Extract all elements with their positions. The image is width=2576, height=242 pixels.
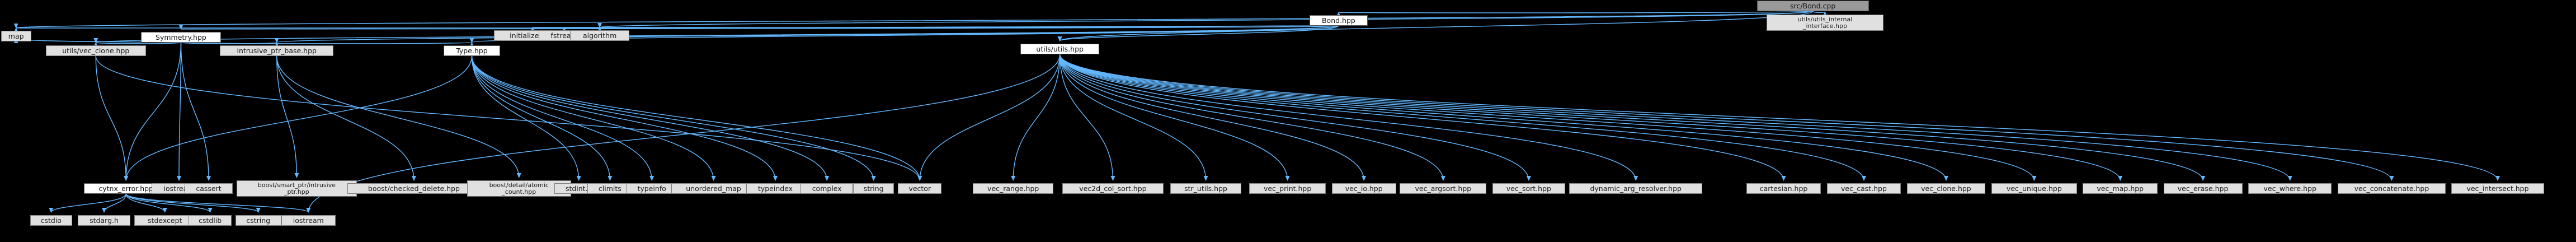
graph-node[interactable]: vector [898,183,942,194]
graph-node[interactable]: dynamic_arg_resolver.hpp [1569,183,1703,194]
graph-edge [125,193,167,213]
graph-edge [1059,54,1531,181]
graph-edge [471,55,778,181]
graph-edge [1059,54,2205,181]
graph-node[interactable]: map [1,31,31,41]
graph-edge [1059,54,2500,181]
graph-node[interactable]: stdexcept [134,215,196,226]
graph-edge [1059,54,2123,181]
graph-node[interactable]: Type.hpp [444,45,500,56]
graph-node[interactable]: cytnx_error.hpp [83,183,168,194]
graph-node[interactable]: vec_where.hpp [2248,183,2332,194]
graph-edge [1059,54,1290,181]
graph-edge [276,55,416,181]
graph-edge [1011,54,1061,181]
graph-edge [95,55,129,181]
graph-node[interactable]: Bond.hpp [1309,15,1368,26]
graph-edge [471,55,581,181]
graph-edge [125,193,213,213]
graph-edge [471,55,716,181]
graph-node[interactable]: boost/checked_delete.hpp [347,183,481,194]
graph-edge [276,55,521,178]
graph-node[interactable]: vec_erase.hpp [2163,183,2243,194]
graph-edge [1059,54,1445,181]
graph-edge [471,55,613,181]
graph-node[interactable]: vec2d_col_sort.hpp [1062,183,1164,194]
graph-node[interactable]: intrusive_ptr_base.hpp [220,45,334,56]
graph-edge [471,55,922,181]
graph-edge [1059,54,2037,181]
graph-edge [1059,54,1638,181]
graph-node[interactable]: cartesian.hpp [1746,183,1821,194]
graph-node[interactable]: vec_argsort.hpp [1400,183,1487,194]
graph-node[interactable]: boost/smart_ptr/intrusive _ptr.hpp [236,180,357,197]
graph-edge [176,42,182,181]
graph-edge [102,193,126,213]
graph-node[interactable]: cassert [185,183,233,194]
graph-edge [1059,54,1866,181]
graph-edge [598,11,1814,28]
graph-node[interactable]: Symmetry.hpp [141,32,221,43]
graph-edge [1059,54,2292,181]
graph-edge [180,42,473,48]
graph-edge [917,54,1061,181]
graph-edge [95,55,922,181]
graph-node[interactable]: vec_concatenate.hpp [2337,183,2446,194]
graph-node[interactable]: vec_print.hpp [1249,183,1326,194]
graph-node[interactable]: vec_map.hpp [2083,183,2158,194]
graph-node[interactable]: vec_clone.hpp [1906,183,1986,194]
graph-node[interactable]: typeinfo [626,183,677,194]
graph-edge [1059,54,1367,181]
graph-node[interactable]: string [853,183,894,194]
graph-node[interactable]: stdarg.h [78,215,131,226]
graph-node[interactable]: iostream [281,215,336,226]
graph-edge [1059,54,2394,181]
graph-node[interactable]: cstdio [30,215,72,226]
graph-edge [1338,11,1814,17]
graph-edge [1059,54,1208,181]
graph-edge [124,42,182,181]
graph-edge [93,42,182,48]
graph-edge [1812,11,1828,17]
graph-edge [471,55,654,181]
graph-edge [125,193,311,213]
graph-node[interactable]: utils/vec_clone.hpp [45,45,146,56]
graph-edge [1059,54,1786,181]
graph-node[interactable]: src/Bond.cpp [1756,1,1869,11]
graph-edge [471,55,876,181]
graph-node[interactable]: vec_cast.hpp [1826,183,1901,194]
graph-node[interactable]: complex [800,183,854,194]
graph-edge [180,25,1339,31]
graph-node[interactable]: utils/utils.hpp [1020,44,1100,54]
graph-node[interactable]: vec_unique.hpp [1991,183,2077,194]
graph-node[interactable]: vec_sort.hpp [1492,183,1566,194]
graph-node[interactable]: typeindex [746,183,805,194]
graph-edge [1059,54,1948,181]
graph-edge [275,25,1339,43]
graph-node[interactable]: utils/utils_internal _interface.hpp [1767,15,1883,31]
graph-node[interactable]: cstdlib [189,215,232,226]
graph-node[interactable]: vec_intersect.hpp [2451,183,2544,194]
graph-node[interactable]: algorithm [570,30,630,41]
graph-edge [180,42,211,181]
graph-edge [15,11,1814,29]
graph-node[interactable]: vec_range.hpp [973,183,1054,194]
graph-node[interactable]: vec_io.hpp [1331,183,1396,194]
graph-node[interactable]: cstring [235,215,281,226]
graph-edge [49,193,126,213]
graph-node[interactable]: boost/detail/atomic _count.hpp [467,180,571,197]
graph-node[interactable]: str_utils.hpp [1170,183,1241,194]
graph-edge [124,55,473,181]
graph-node[interactable]: climits [587,183,633,194]
graph-edge [276,55,299,178]
graph-node[interactable]: unordered_map [671,183,756,194]
graph-edge [471,55,830,181]
graph-edge [1059,54,1115,181]
graph-edge [125,193,261,213]
graph-edge [1058,25,1339,41]
